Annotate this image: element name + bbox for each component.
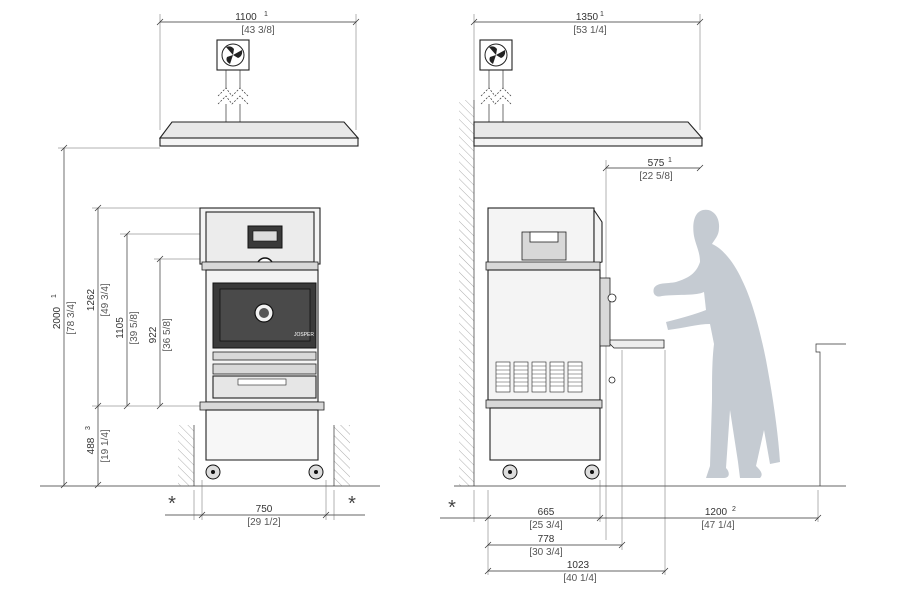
front-height-488-mm: 488 xyxy=(86,437,97,454)
dim-front-height-1105: 1105 [39 5/8] xyxy=(115,230,200,410)
side-operator-space-note: 2 xyxy=(732,506,736,513)
dim-front-height-total: 2000 1 [78 3/4] xyxy=(51,144,160,489)
front-brand-label: JOSPER xyxy=(294,332,314,338)
front-height-1105-mm: 1105 xyxy=(115,317,126,339)
side-stand xyxy=(489,407,601,461)
side-counter xyxy=(815,343,846,486)
dim-front-height-1262: 1262 [49 3/4] xyxy=(86,204,200,410)
front-height-488-note: 3 xyxy=(85,426,92,430)
dim-front-height-922: 922 [36 5/8] xyxy=(148,255,202,410)
front-height-922-mm: 922 xyxy=(148,326,159,343)
front-width-top-note: 1 xyxy=(264,11,268,18)
front-height-1262-inch: [49 3/4] xyxy=(100,283,111,317)
side-operator-space-mm: 1200 xyxy=(705,507,728,518)
side-hood-depth-note: 1 xyxy=(668,157,672,164)
side-view: 1350 1 [53 1/4] 575 xyxy=(440,11,846,584)
dim-side-depth-778: 778 [30 3/4] xyxy=(484,534,626,558)
side-width-top-mm: 1350 xyxy=(576,12,599,23)
front-hood xyxy=(158,121,360,139)
front-view: 1100 1 [43 3/8] 2000 xyxy=(40,11,380,528)
front-height-488-inch: [19 1/4] xyxy=(100,429,111,463)
side-hood-depth-inch: [22 5/8] xyxy=(639,171,673,182)
front-clearance-right: * xyxy=(348,493,356,515)
front-height-1105-inch: [39 5/8] xyxy=(129,311,140,345)
side-depth-778-inch: [30 3/4] xyxy=(529,547,563,558)
front-clearance-left: * xyxy=(168,493,176,515)
side-width-top-note: 1 xyxy=(600,11,604,18)
side-extraction-fan xyxy=(479,39,513,122)
front-wheels xyxy=(205,464,324,480)
dim-side-depth-1023: 1023 [40 1/4] xyxy=(484,560,669,584)
front-height-total-inch: [78 3/4] xyxy=(66,301,77,335)
side-hood-base xyxy=(473,137,703,147)
front-height-total-mm: 2000 xyxy=(52,306,63,329)
side-vent-grilles xyxy=(495,361,583,393)
dim-side-depth-665: 665 [25 3/4] xyxy=(484,507,604,531)
front-width-top-mm: 1100 xyxy=(235,12,257,23)
dim-front-width-base: 750 [29 1/2] * * xyxy=(165,480,365,528)
side-hood xyxy=(473,121,704,139)
front-stand xyxy=(205,409,319,461)
front-height-922-inch: [36 5/8] xyxy=(162,318,173,352)
side-operator-space-inch: [47 1/4] xyxy=(701,520,735,531)
side-depth-665-inch: [25 3/4] xyxy=(529,520,563,531)
dim-side-width-top: 1350 1 [53 1/4] xyxy=(470,11,704,130)
front-width-base-inch: [29 1/2] xyxy=(247,517,281,528)
side-depth-1023-mm: 1023 xyxy=(567,560,590,571)
side-door-profile xyxy=(599,277,611,347)
fan-icon xyxy=(221,43,245,67)
side-depth-665-mm: 665 xyxy=(538,507,555,518)
side-wheels xyxy=(502,464,600,480)
side-width-top-inch: [53 1/4] xyxy=(573,25,607,36)
side-depth-1023-inch: [40 1/4] xyxy=(563,573,597,584)
side-clearance-mark: * xyxy=(448,497,456,519)
dim-side-operator-space: 1200 2 [47 1/4] xyxy=(600,506,822,531)
wall-hatch-icon xyxy=(178,425,350,486)
side-wall-hatch-icon xyxy=(459,100,475,486)
fan-icon xyxy=(484,43,508,67)
front-height-total-note: 1 xyxy=(51,294,58,298)
front-width-base-mm: 750 xyxy=(256,504,273,515)
dim-side-hood-depth: 575 1 [22 5/8] xyxy=(602,157,704,540)
side-depth-778-mm: 778 xyxy=(538,534,555,545)
front-stand-top xyxy=(199,401,325,411)
dim-front-width-top: 1100 1 [43 3/8] xyxy=(156,11,360,130)
side-side-tray xyxy=(609,339,665,349)
front-width-top-inch: [43 3/8] xyxy=(241,25,275,36)
front-height-1262-mm: 1262 xyxy=(86,288,97,311)
front-extraction-fan xyxy=(216,39,250,122)
front-hood-base xyxy=(159,137,359,147)
person-silhouette-icon xyxy=(653,209,780,478)
side-hood-depth-mm: 575 xyxy=(648,158,665,169)
dim-front-height-488: 488 3 [19 1/4] xyxy=(85,405,205,489)
